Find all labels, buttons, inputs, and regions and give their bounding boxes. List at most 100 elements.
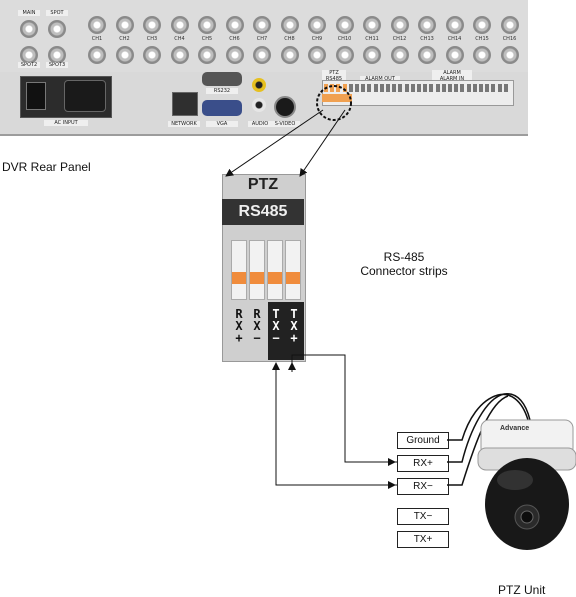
- terminal-screw: [441, 84, 446, 92]
- terminal-screw: [386, 84, 390, 92]
- spot3-label: SPOT3: [46, 62, 68, 68]
- terminal-screw: [454, 84, 459, 92]
- terminal-screw: [460, 84, 465, 92]
- terminal-screw: [348, 84, 353, 92]
- terminal-screw: [429, 84, 434, 92]
- bnc-upper-10: [335, 16, 354, 34]
- terminal-screw: [330, 84, 335, 92]
- channel-label-7: CH7: [256, 36, 268, 42]
- spot2-label: SPOT2: [18, 62, 40, 68]
- bnc-spot-3: [48, 20, 66, 38]
- bnc-lower-4: [170, 46, 189, 64]
- pin-rx-minus-clamp: [250, 272, 264, 284]
- rs485-label: RS485: [322, 76, 346, 82]
- audio-jack-out: [252, 98, 266, 112]
- vga-label: VGA: [206, 121, 238, 127]
- terminal-screw: [417, 84, 421, 92]
- bnc-upper-4: [170, 16, 189, 34]
- camera-brand: Advance: [500, 425, 530, 432]
- ac-socket: [64, 80, 106, 112]
- bnc-lower-6: [225, 46, 244, 64]
- bnc-spot-2: [20, 46, 38, 64]
- terminal-screw: [466, 84, 471, 92]
- bnc-lower-11: [363, 46, 381, 64]
- channel-label-9: CH9: [311, 36, 323, 42]
- bnc-upper-8: [280, 16, 299, 34]
- alarm-out-label: ALARM OUT: [360, 76, 400, 82]
- channel-label-15: CH15: [475, 36, 489, 42]
- svideo-port: [274, 96, 296, 118]
- terminal-screw: [361, 84, 366, 92]
- alarm-in-label: ALARM IN: [432, 76, 472, 82]
- bnc-upper-2: [115, 16, 134, 34]
- bnc-upper-3: [143, 16, 161, 34]
- terminal-screw: [398, 84, 403, 92]
- wire-rx-plus: [291, 354, 397, 463]
- audio-label: AUDIO: [248, 121, 272, 127]
- wire-label-tx-plus: TX+: [397, 531, 449, 548]
- bnc-lower-15: [473, 46, 491, 64]
- pin-tx-minus-body: [267, 240, 283, 300]
- terminal-screw: [367, 84, 372, 92]
- channel-label-1: CH1: [91, 36, 103, 42]
- wire-label-rx-minus: RX−: [397, 478, 449, 495]
- rs232-label: RS232: [206, 88, 238, 94]
- pin-tx-plus-clamp: [286, 272, 300, 284]
- tx-pin-background: [268, 302, 304, 360]
- bnc-lower-5: [198, 46, 216, 64]
- channel-label-8: CH8: [284, 36, 295, 42]
- terminal-screw: [404, 84, 409, 92]
- terminal-screw: [491, 84, 496, 92]
- bnc-spot-1: [20, 20, 38, 38]
- svideo-label: S-VIDEO: [270, 121, 300, 127]
- bnc-lower-14: [445, 46, 464, 64]
- terminal-screw: [485, 84, 490, 92]
- bnc-upper-14: [445, 16, 464, 34]
- channel-label-4: CH4: [174, 36, 185, 42]
- channel-label-10: CH10: [337, 36, 352, 42]
- pin-rx-plus-clamp: [232, 272, 246, 284]
- terminal-screw: [410, 84, 415, 92]
- bnc-lower-8: [280, 46, 299, 64]
- bnc-upper-5: [198, 16, 216, 34]
- channel-label-3: CH3: [146, 36, 158, 42]
- wire-label-rx-plus: RX+: [397, 455, 449, 472]
- alarm-label: ALARM: [432, 70, 472, 76]
- network-port: [172, 92, 198, 116]
- main-label: MAIN: [18, 10, 40, 16]
- channel-label-2: CH2: [119, 36, 130, 42]
- bnc-upper-13: [418, 16, 436, 34]
- rs485-highlight-circle: [316, 85, 352, 121]
- terminal-screw: [479, 84, 483, 92]
- bnc-lower-2: [115, 46, 134, 64]
- ptz-camera: [477, 419, 576, 550]
- terminal-screw: [379, 84, 384, 92]
- spot-label: SPOT: [46, 10, 68, 16]
- bnc-upper-6: [225, 16, 244, 34]
- audio-jack-in: [252, 78, 266, 92]
- bnc-upper-16: [500, 16, 519, 34]
- terminal-screw: [392, 84, 397, 92]
- pin-rx-plus-body: [231, 240, 247, 300]
- wire-label-tx-minus: TX−: [397, 508, 449, 525]
- pin-tx-plus-body: [285, 240, 301, 300]
- connector-caption: RS-485 Connector strips: [360, 250, 448, 278]
- channel-label-16: CH16: [502, 36, 517, 42]
- channel-label-12: CH12: [392, 36, 407, 42]
- bnc-lower-3: [143, 46, 161, 64]
- terminal-screw: [448, 84, 452, 92]
- rs232-port: [202, 72, 242, 86]
- bnc-upper-9: [308, 16, 326, 34]
- terminal-screw: [497, 84, 502, 92]
- bnc-lower-12: [390, 46, 409, 64]
- pin-rx-minus-body: [249, 240, 265, 300]
- network-label: NETWORK: [168, 121, 200, 127]
- pointer-arrow-left: [225, 109, 324, 177]
- bnc-upper-15: [473, 16, 491, 34]
- ac-input-label: AC INPUT: [44, 120, 88, 126]
- pin-tx-minus-clamp: [268, 272, 282, 284]
